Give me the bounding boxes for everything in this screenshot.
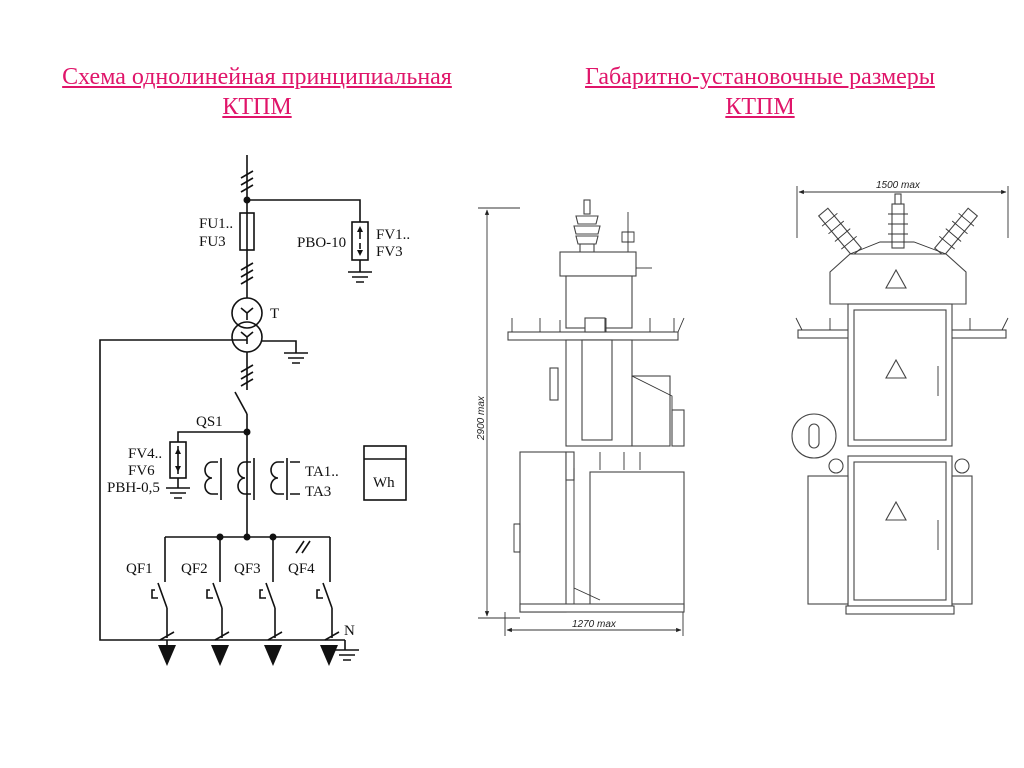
- front-side-panel: [807, 475, 849, 605]
- lifting-lug-left: [828, 458, 844, 474]
- upper-door-warning-icon: [885, 358, 907, 379]
- ct-label-2: TA3: [305, 484, 331, 500]
- arrester-branch: [247, 199, 361, 222]
- side-rear-panel: [589, 471, 685, 609]
- hv-arrester-icon: [348, 221, 372, 283]
- three-phase-mark-top: [240, 170, 254, 193]
- meter-icon: [363, 445, 407, 501]
- side-cross-arm: [507, 331, 679, 341]
- arrester-label-1: FV1..: [376, 227, 410, 243]
- meter-label: Wh: [373, 475, 395, 491]
- single-line-schematic: FU1.. FU3 FV1.. FV3 РВО-10 T QS1 FV4.. F…: [99, 155, 410, 666]
- front-insulators-icon: [817, 193, 979, 257]
- hv-fuse-icon: [239, 212, 255, 251]
- qs1-switch-icon: [234, 391, 248, 415]
- neutral-conductor: [99, 339, 345, 641]
- lower-door-warning-icon: [885, 500, 907, 521]
- roof-warning-icon: [885, 268, 907, 289]
- breaker-label-qf3: QF3: [234, 561, 261, 577]
- ct-label-1: TA1..: [305, 464, 339, 480]
- dimensions-title: Габаритно-установочные размеры КТПМ: [540, 62, 980, 122]
- depth-dimension-label: 1270 max: [572, 619, 617, 630]
- lv-arrester-type-label: РВН-0,5: [107, 480, 160, 496]
- fuse-label-2: FU3: [199, 234, 226, 250]
- height-dimension-label: 2900 max: [476, 395, 487, 441]
- two-phase-mark: [295, 540, 311, 554]
- neutral-ground: [335, 640, 359, 661]
- side-view-drawing: 2900 max 1270 max: [476, 199, 685, 636]
- meter-window-icon: [791, 413, 837, 459]
- feeder-qf4: [316, 537, 340, 666]
- side-insulator-icon: [573, 199, 635, 265]
- breaker-label-qf4: QF4: [288, 561, 315, 577]
- lv-arrester-icon: [166, 441, 190, 499]
- front-base-frame: [845, 605, 955, 615]
- lifting-lug-right: [954, 458, 970, 474]
- transformer-ground: [262, 340, 308, 364]
- neutral-label: N: [344, 623, 355, 639]
- lv-arrester-label-1: FV4..: [128, 446, 162, 462]
- feeder-qf2: [206, 537, 230, 666]
- three-phase-mark-mid: [240, 262, 254, 285]
- transformer-label: T: [270, 306, 279, 322]
- current-transformer-icons: [204, 458, 300, 500]
- schematic-title-line-2: КТПМ: [222, 94, 292, 120]
- arrester-type-label: РВО-10: [297, 235, 346, 251]
- breaker-label-qf1: QF1: [126, 561, 153, 577]
- transformer-icon: [231, 297, 263, 353]
- arrester-label-2: FV3: [376, 244, 403, 260]
- side-lv-cabinet: [519, 451, 567, 613]
- front-view-drawing: 1500 max: [791, 180, 1009, 615]
- feeder-qf1: [151, 537, 176, 666]
- lv-arrester-branch: [177, 431, 247, 442]
- schematic-title-line-1: Схема однолинейная принципиальная: [62, 64, 452, 90]
- width-dimension-label: 1500 max: [876, 180, 921, 191]
- side-roof-box: [559, 251, 637, 277]
- three-phase-mark-lv: [240, 364, 254, 387]
- lv-arrester-label-2: FV6: [128, 463, 155, 479]
- feeder-qf3: [259, 537, 283, 666]
- schematic-title: Схема однолинейная принципиальная КТПМ: [18, 62, 496, 122]
- breaker-label-qf2: QF2: [181, 561, 208, 577]
- switch-label: QS1: [196, 414, 223, 430]
- side-base-frame: [519, 603, 685, 613]
- dimensions-title-line-1: Габаритно-установочные размеры: [585, 64, 935, 90]
- dimensions-title-line-2: КТПМ: [725, 94, 795, 120]
- fuse-label-1: FU1..: [199, 216, 233, 232]
